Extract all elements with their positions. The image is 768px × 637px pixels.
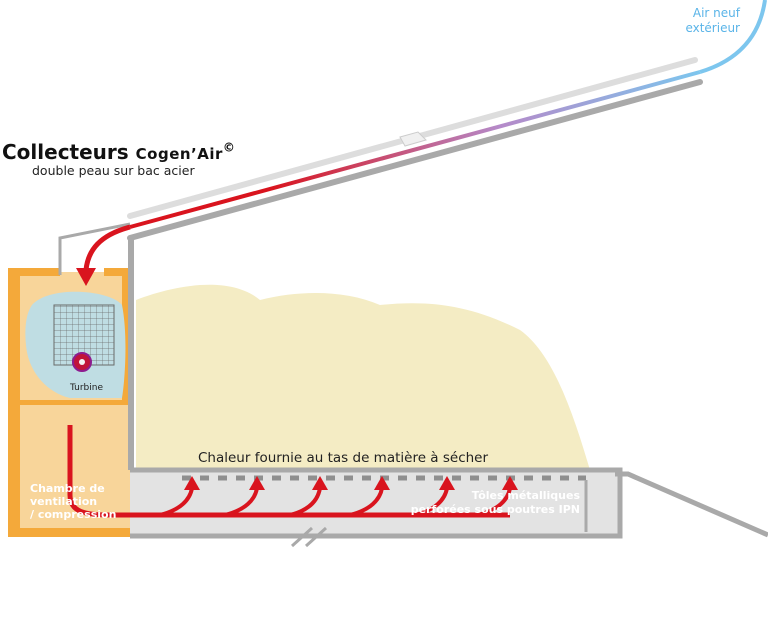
arrow-up-icons bbox=[184, 476, 518, 490]
air-into-chamber bbox=[83, 224, 131, 271]
chamber-label-line3: / compression bbox=[30, 508, 117, 521]
title-symbol: © bbox=[222, 140, 235, 155]
intake-duct bbox=[58, 222, 131, 275]
title-brand: Cogen’Air bbox=[135, 145, 223, 163]
plates-label-line1: Tôles métalliques bbox=[471, 489, 580, 502]
chamber-label-line2: ventilation bbox=[30, 495, 98, 508]
diagram-title: Collecteurs Cogen’Air© bbox=[2, 140, 235, 164]
chamber-roof-left bbox=[8, 268, 60, 276]
fresh-air-line1: Air neuf bbox=[692, 6, 740, 20]
diagram-subtitle: double peau sur bac acier bbox=[32, 163, 195, 178]
plates-label: Tôles métalliques perforées sous poutres… bbox=[411, 489, 580, 517]
chamber-label-line1: Chambre de bbox=[30, 482, 105, 495]
roof-joint bbox=[399, 131, 427, 147]
ramp bbox=[615, 471, 768, 538]
title-main: Collecteurs bbox=[2, 140, 136, 164]
fresh-air-line2: extérieur bbox=[685, 21, 740, 35]
arrow-down-icon bbox=[76, 268, 96, 286]
break-mark bbox=[290, 526, 314, 548]
chamber-floor bbox=[8, 528, 130, 537]
material-pile bbox=[136, 284, 590, 470]
plates-label-line2: perforées sous poutres IPN bbox=[410, 503, 580, 516]
chamber-wall-left bbox=[8, 272, 20, 537]
fresh-air-label: Air neuf extérieur bbox=[685, 6, 740, 36]
roof-gray-bar bbox=[127, 79, 703, 241]
hot-air-flow bbox=[67, 425, 510, 518]
break-mark bbox=[304, 526, 328, 548]
duct-outline bbox=[130, 467, 623, 539]
chamber-roof-right bbox=[104, 268, 132, 276]
chamber-wall-right bbox=[122, 272, 132, 402]
chamber-divider bbox=[20, 400, 128, 405]
heat-label: Chaleur fournie au tas de matière à séch… bbox=[198, 450, 489, 466]
chamber-label: Chambre de ventilation / compression bbox=[30, 482, 116, 521]
fresh-air-intake bbox=[699, 0, 767, 74]
fresh-air-flow bbox=[129, 70, 701, 229]
turbine-label: Turbine bbox=[70, 383, 103, 393]
hot-air-branches bbox=[159, 487, 512, 517]
